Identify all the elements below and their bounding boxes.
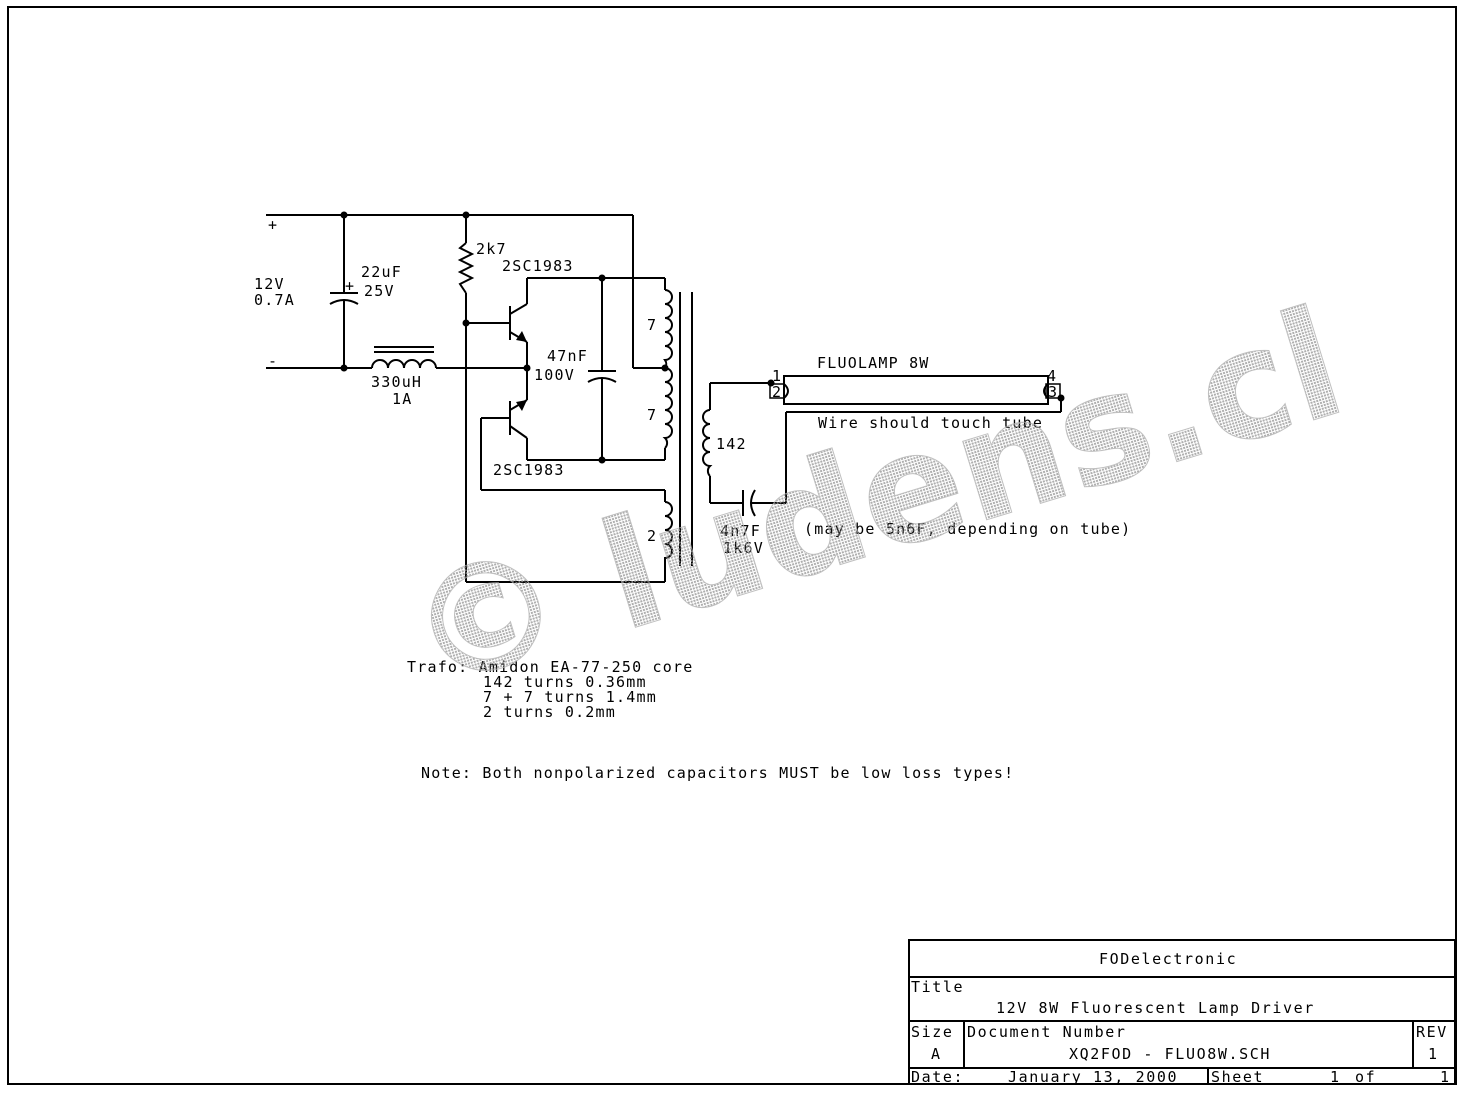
title-block-title-label: Title (911, 978, 964, 996)
watermark: © ludens.cl (390, 276, 1362, 724)
title-block-sheet-total: 1 (1440, 1068, 1451, 1086)
ballast-capacitor-symbol (742, 489, 756, 517)
transistor-bottom-symbol (509, 399, 528, 439)
electrolytic-capacitor-symbol (329, 292, 359, 305)
title-block-docnum-label: Document Number (967, 1023, 1126, 1041)
lamp-note: Wire should touch tube (818, 414, 1043, 432)
transistor-top-symbol (509, 303, 528, 343)
title-block-rev: 1 (1428, 1045, 1439, 1063)
trafo-note-line4: 2 turns 0.2mm (483, 703, 616, 721)
winding-primary-top-label: 7 (647, 316, 657, 334)
tank-capacitor-symbol (587, 370, 617, 383)
title-block-sheet-of: of (1355, 1068, 1376, 1086)
transistor-bottom-label: 2SC1983 (493, 461, 565, 479)
lamp-pin4-label: 4 (1047, 367, 1057, 385)
inductor-current-label: 1A (392, 390, 412, 408)
inductor-value-label: 330uH (371, 373, 422, 391)
winding-secondary-label: 142 (716, 435, 747, 453)
title-block-size-label: Size (911, 1023, 954, 1041)
ballast-cap-note: (may be 5n6F, depending on tube) (804, 520, 1131, 538)
title-block-docnum: XQ2FOD - FLUO8W.SCH (1069, 1045, 1271, 1063)
lamp-pin2-label: 2 (772, 383, 782, 401)
capacitor-note: Note: Both nonpolarized capacitors MUST … (421, 764, 1014, 782)
tank-cap-voltage-label: 100V (534, 366, 575, 384)
tank-cap-value-label: 47nF (547, 347, 588, 365)
lamp-name-label: FLUOLAMP 8W (817, 354, 930, 372)
cap-25v-label: 25V (364, 282, 395, 300)
sheet-border (7, 6, 1457, 1085)
title-block-title: 12V 8W Fluorescent Lamp Driver (996, 999, 1315, 1017)
winding-feedback-label: 2 (647, 527, 657, 545)
title-block-size: A (931, 1045, 942, 1063)
supply-minus-label: - (268, 352, 278, 370)
wiring (266, 214, 1062, 583)
winding-primary-bottom-label: 7 (647, 406, 657, 424)
resistor-label: 2k7 (476, 240, 507, 258)
title-block-sheet-num: 1 (1330, 1068, 1341, 1086)
supply-voltage-label: 12V (254, 275, 285, 293)
title-block-company: FODelectronic (1099, 950, 1237, 968)
trafo-note-line3: 7 + 7 turns 1.4mm (483, 688, 657, 706)
lamp-pin3-label: 3 (1048, 383, 1058, 401)
supply-current-label: 0.7A (254, 291, 295, 309)
title-block (908, 939, 1456, 1085)
ballast-cap-voltage-label: 1k6V (723, 539, 764, 557)
title-block-rev-label: REV (1416, 1023, 1448, 1041)
resistor-symbol (457, 242, 475, 294)
trafo-note-line2: 142 turns 0.36mm (483, 673, 647, 691)
fluorescent-lamp-symbol (769, 375, 1061, 405)
ballast-cap-value-label: 4n7F (720, 522, 761, 540)
trafo-note-line1: Trafo: Amidon EA-77-250 core (407, 658, 693, 676)
title-block-date: January 13, 2000 (1008, 1068, 1178, 1086)
supply-plus-label: + (268, 216, 278, 234)
cap-22uf-label: 22uF (361, 263, 402, 281)
lamp-pin1-label: 1 (772, 367, 782, 385)
cap-polarity-label: + (345, 277, 355, 295)
title-block-sheet-label: Sheet (1211, 1068, 1264, 1086)
title-block-date-label: Date: (911, 1068, 964, 1086)
transformer-symbol (662, 289, 713, 566)
transistor-top-label: 2SC1983 (502, 257, 574, 275)
inductor-symbol (371, 346, 437, 369)
